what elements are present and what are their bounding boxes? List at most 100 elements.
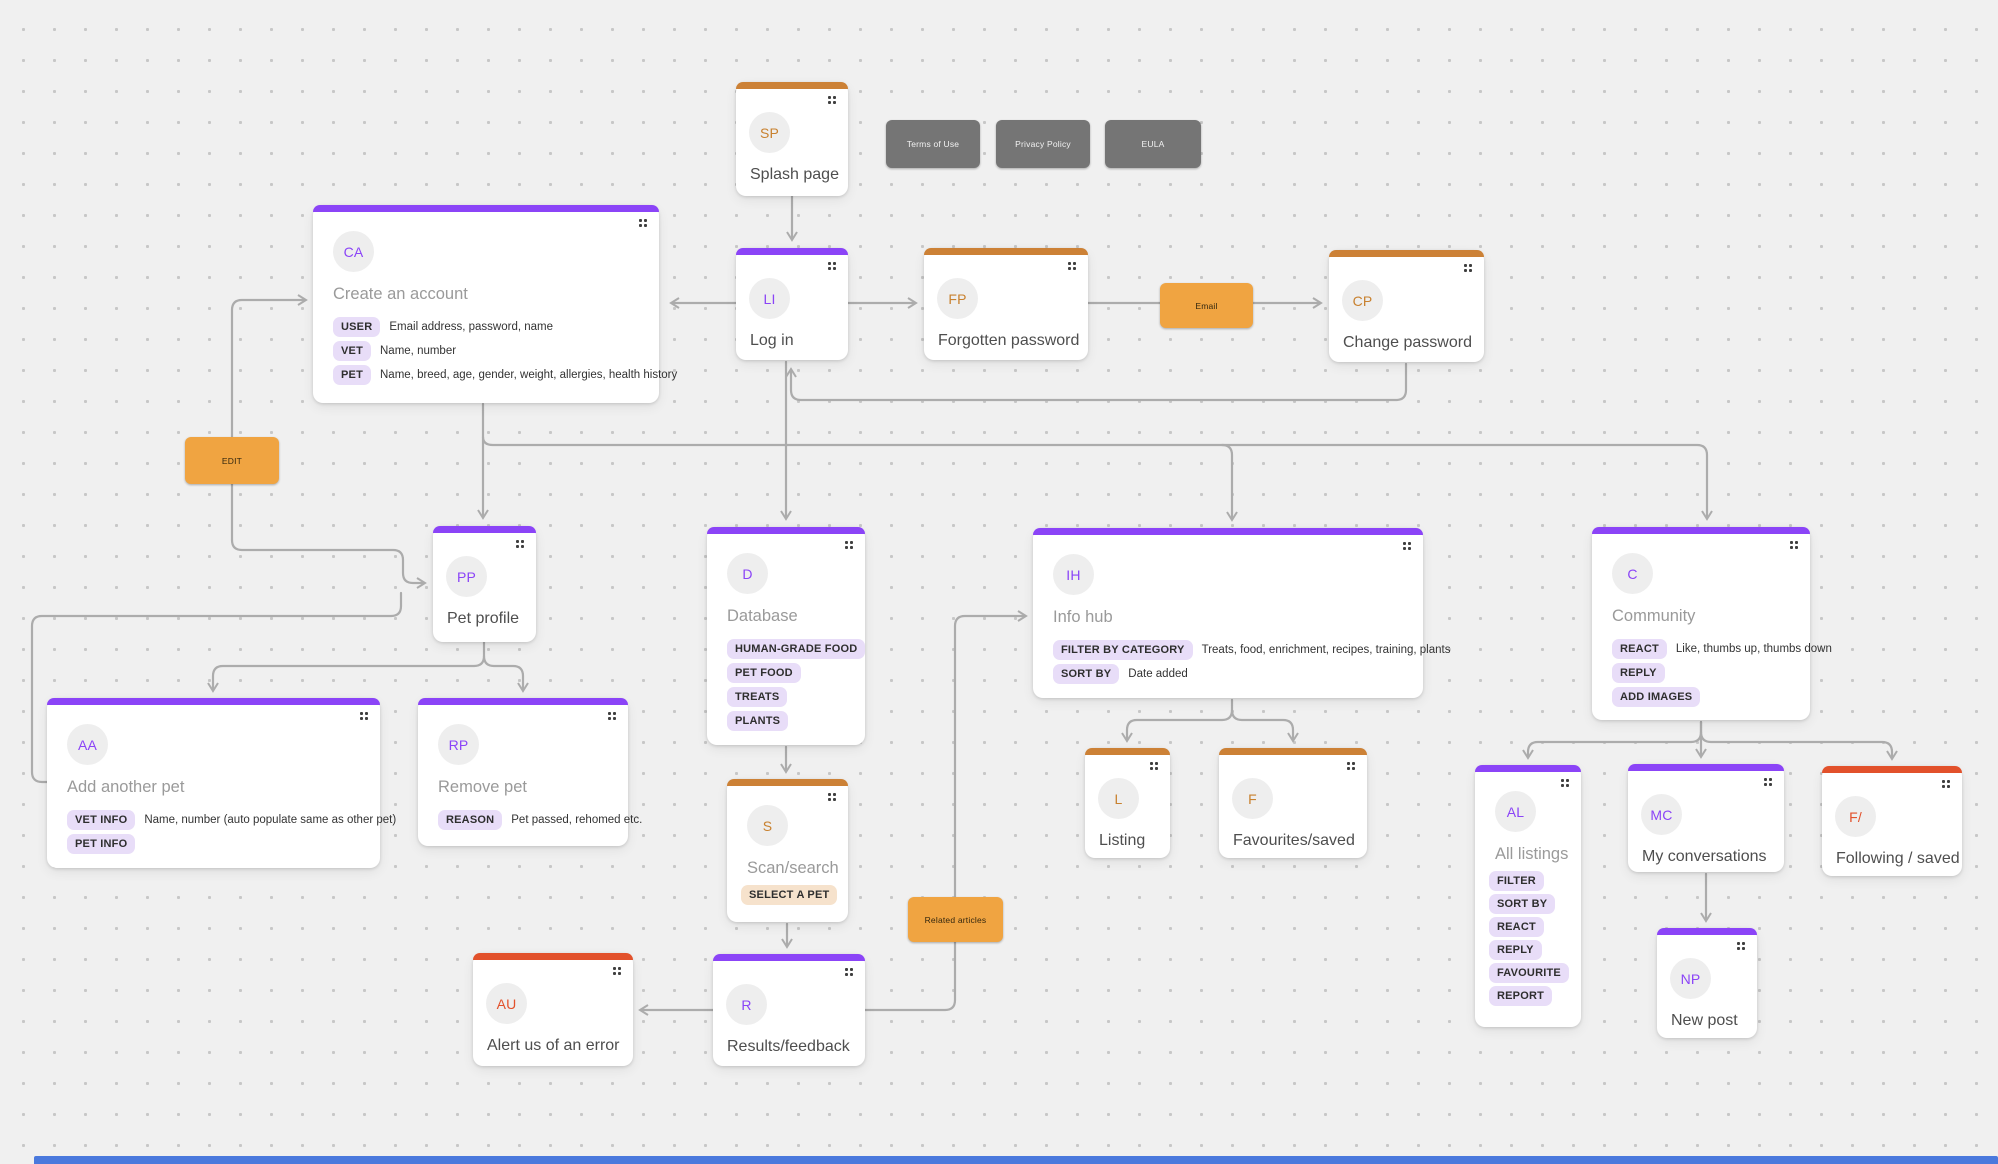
avatar: AA: [67, 724, 108, 765]
drag-handle-icon[interactable]: [515, 539, 525, 548]
avatar: MC: [1641, 794, 1682, 835]
avatar: CA: [333, 231, 374, 272]
drag-handle-icon[interactable]: [1736, 941, 1746, 950]
attribute-rows: REASON Pet passed, rehomed etc.: [438, 810, 642, 830]
avatar: IH: [1053, 554, 1094, 595]
attribute-row: HUMAN-GRADE FOOD: [727, 639, 866, 659]
card-listing[interactable]: L Listing: [1085, 748, 1170, 858]
avatar: LI: [749, 278, 790, 319]
card-title: Add another pet: [67, 778, 185, 796]
drag-handle-icon[interactable]: [1560, 778, 1570, 787]
connector-pet-profile-to-remove-pet: [482, 654, 529, 693]
drag-handle-icon[interactable]: [612, 966, 622, 975]
row-text: Date added: [1128, 668, 1188, 680]
pill: REPLY: [1489, 940, 1542, 960]
drag-handle-icon[interactable]: [827, 261, 837, 270]
drag-handle-icon[interactable]: [827, 95, 837, 104]
card-pet-profile[interactable]: PP Pet profile: [433, 526, 536, 642]
card-splash-page[interactable]: SP Splash page: [736, 82, 848, 196]
card-title: Community: [1612, 607, 1696, 625]
related-articles-connector-label[interactable]: Related articles: [908, 897, 1003, 942]
pill: FILTER: [1489, 871, 1544, 891]
pill: SELECT A PET: [741, 885, 838, 905]
card-title: My conversations: [1642, 848, 1767, 865]
drag-handle-icon[interactable]: [1067, 261, 1077, 270]
drag-handle-icon[interactable]: [607, 711, 617, 720]
card-login[interactable]: LI Log in: [736, 248, 848, 360]
terms-of-use-button[interactable]: Terms of Use: [886, 120, 980, 168]
card-title: Alert us of an error: [487, 1037, 620, 1054]
avatar: FP: [937, 278, 978, 319]
drag-handle-icon[interactable]: [359, 711, 369, 720]
drag-handle-icon[interactable]: [1463, 263, 1473, 272]
edit-connector-label[interactable]: EDIT: [185, 437, 279, 484]
pill: PET: [333, 365, 371, 385]
card-database[interactable]: D Database HUMAN-GRADE FOOD PET FOOD TRE…: [707, 527, 866, 745]
card-title: Info hub: [1053, 608, 1113, 626]
card-all-listings[interactable]: AL All listings FILTER SORT BY REACT REP…: [1475, 765, 1581, 1027]
row-text: Pet passed, rehomed etc.: [511, 814, 643, 826]
card-results-feedback[interactable]: R Results/feedback: [713, 954, 865, 1066]
avatar: NP: [1670, 958, 1711, 999]
pill: HUMAN-GRADE FOOD: [727, 639, 866, 659]
pill: REASON: [438, 810, 503, 830]
drag-handle-icon[interactable]: [1941, 779, 1951, 788]
card-title: Log in: [750, 332, 794, 349]
card-favourites-saved[interactable]: F Favourites/saved: [1219, 748, 1367, 858]
card-title: Forgotten password: [938, 332, 1080, 349]
card-forgotten-password[interactable]: FP Forgotten password: [924, 248, 1088, 360]
drag-handle-icon[interactable]: [844, 540, 854, 549]
drag-handle-icon[interactable]: [1763, 777, 1773, 786]
button-label: EULA: [1141, 139, 1165, 149]
drag-handle-icon[interactable]: [1789, 540, 1799, 549]
email-connector-label[interactable]: Email: [1160, 283, 1253, 328]
pill: REACT: [1612, 639, 1667, 659]
connector-edit-to-create-account: [230, 294, 308, 542]
pill: PET FOOD: [727, 663, 801, 683]
avatar: F/: [1835, 796, 1876, 837]
attribute-row: ADD IMAGES: [1612, 687, 1798, 707]
drag-handle-icon[interactable]: [1149, 761, 1159, 770]
attribute-rows: HUMAN-GRADE FOOD PET FOOD TREATS PLANTS: [727, 639, 866, 731]
card-scan-search[interactable]: S Scan/search SELECT A PET: [727, 779, 848, 922]
pill: REPLY: [1612, 663, 1665, 683]
button-label: Related articles: [924, 914, 987, 925]
attribute-row: SORT BY: [1489, 894, 1569, 914]
eula-button[interactable]: EULA: [1105, 120, 1201, 168]
card-title: Database: [727, 607, 798, 625]
drag-handle-icon[interactable]: [844, 967, 854, 976]
connector-bus-to-community: [481, 435, 1713, 521]
privacy-policy-button[interactable]: Privacy Policy: [996, 120, 1090, 168]
attribute-row: REASON Pet passed, rehomed etc.: [438, 810, 642, 830]
drag-handle-icon[interactable]: [1346, 761, 1356, 770]
drag-handle-icon[interactable]: [827, 792, 837, 801]
card-title: Change password: [1343, 334, 1472, 351]
card-change-password[interactable]: CP Change password: [1329, 250, 1484, 362]
avatar: SP: [749, 112, 790, 153]
drag-handle-icon[interactable]: [638, 218, 648, 227]
pill: VET: [333, 341, 371, 361]
card-new-post[interactable]: NP New post: [1657, 928, 1757, 1038]
bottom-blue-shape[interactable]: [34, 1156, 1998, 1164]
card-alert-error[interactable]: AU Alert us of an error: [473, 953, 633, 1066]
attribute-row: FAVOURITE: [1489, 963, 1569, 983]
pill: PET INFO: [67, 834, 136, 854]
card-my-conversations[interactable]: MC My conversations: [1628, 764, 1784, 872]
card-following-saved[interactable]: F/ Following / saved: [1822, 766, 1962, 876]
button-label: Email: [1195, 300, 1218, 311]
card-title: Listing: [1099, 832, 1146, 849]
drag-handle-icon[interactable]: [1402, 541, 1412, 550]
attribute-row: TREATS: [727, 687, 853, 707]
attribute-row: SELECT A PET: [741, 885, 838, 905]
